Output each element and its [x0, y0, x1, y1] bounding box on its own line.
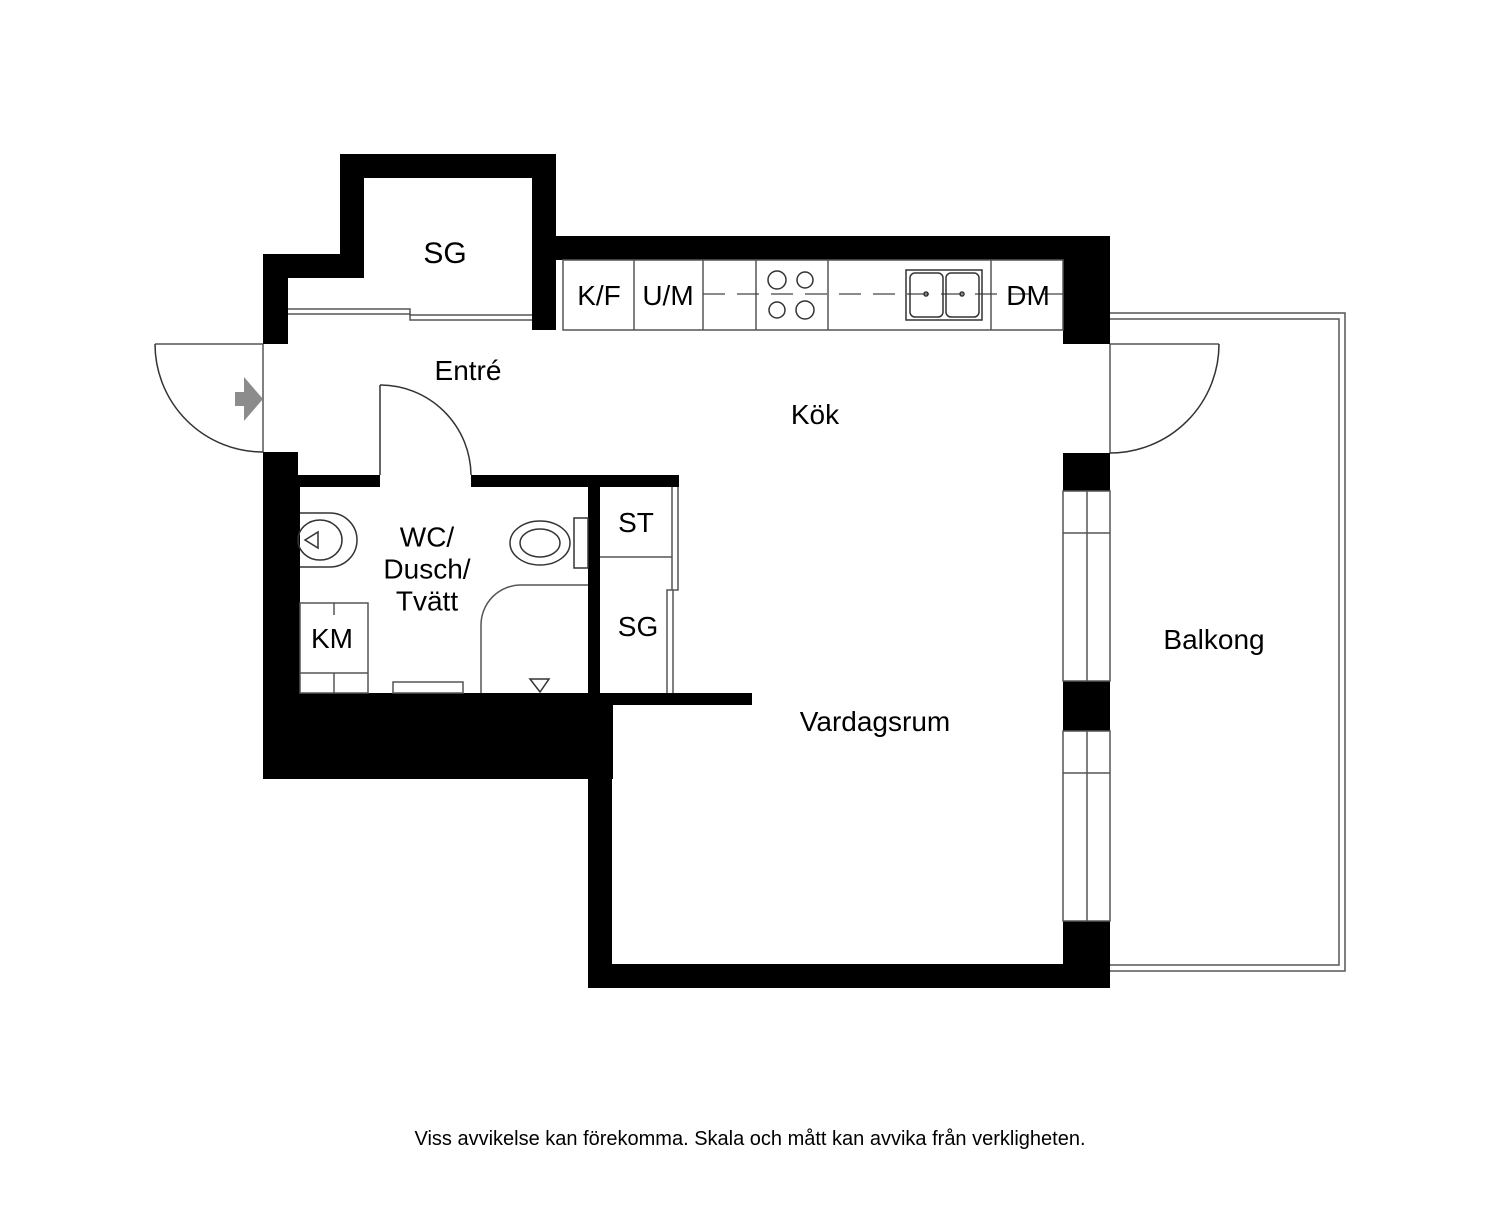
kitchen-counter: [562, 259, 1064, 331]
appliance-label-washing-machine: KM: [311, 623, 353, 654]
entrance-door: [154, 343, 264, 453]
bench: [392, 681, 464, 694]
stove-icon: [767, 270, 815, 320]
appliance-label-fridge-freezer: K/F: [577, 280, 621, 311]
sliding-door: [288, 308, 532, 321]
room-label-entre: Entré: [434, 355, 502, 386]
closets: [600, 487, 679, 693]
balcony-door: [1109, 343, 1220, 454]
room-label-storage: SG: [423, 237, 467, 270]
room-label-wc-line1: WC/: [399, 521, 455, 553]
appliance-label-oven-microwave: U/M: [642, 280, 694, 311]
closet-label-sg: SG: [617, 611, 659, 642]
wc-door: [379, 384, 472, 476]
room-label-wc: WC/ Dusch/ Tvätt: [383, 522, 470, 619]
room-label-balkong: Balkong: [1163, 624, 1265, 655]
room-label-kok: Kök: [790, 399, 840, 430]
room-label-vardagsrum: Vardagsrum: [799, 706, 951, 737]
room-label-wc-line2: Dusch/: [383, 553, 471, 585]
toilet-icon: [509, 517, 589, 569]
washbasin-icon: [297, 512, 358, 568]
washing-machine: [299, 602, 369, 694]
floor-drain-icon: [528, 678, 551, 694]
closet-label-st: ST: [618, 507, 654, 538]
balcony-outline: [1110, 312, 1346, 972]
shower-area: [480, 584, 588, 694]
double-sink-icon: [905, 269, 983, 321]
windows: [1062, 490, 1111, 922]
appliance-label-dishwasher: DM: [1006, 280, 1050, 311]
walls: [263, 154, 1110, 988]
entry-arrow-icon: [235, 377, 263, 421]
room-label-wc-line3: Tvätt: [395, 586, 459, 618]
disclaimer-text: Viss avvikelse kan förekomma. Skala och …: [414, 1128, 1086, 1150]
